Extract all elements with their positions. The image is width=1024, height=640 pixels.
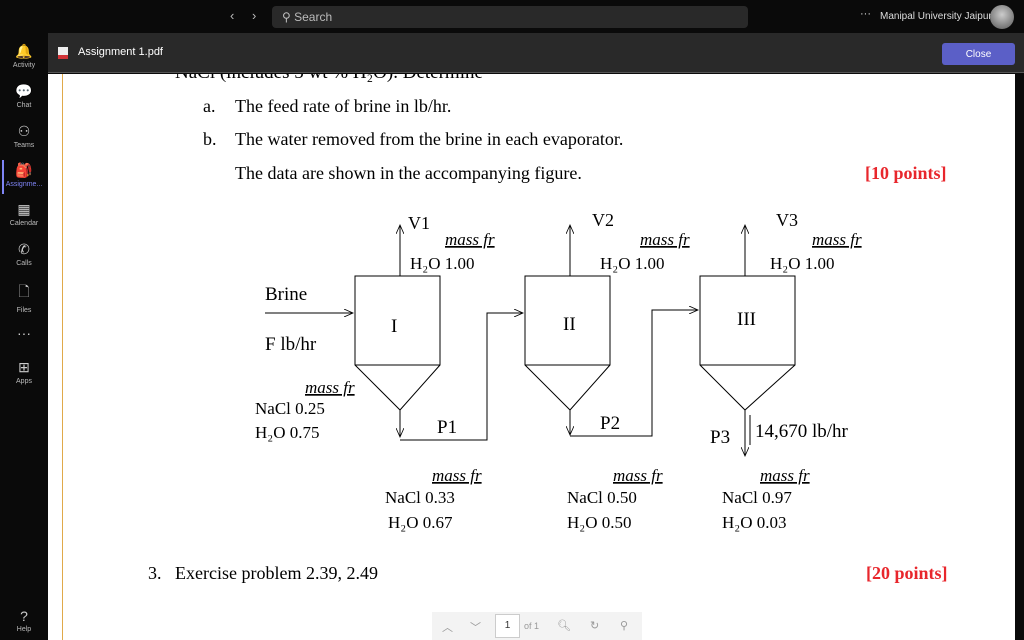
sidebar-item-chat[interactable]: 💬Chat [0,83,48,109]
mass-fr-label: mass fr [305,378,355,397]
zoom-icon[interactable]: 🔍︎ [557,620,571,632]
mass-fr-label: mass fr [613,466,663,485]
next-page-button[interactable]: ﹀ [470,622,481,634]
bell-icon: 🔔 [15,43,33,59]
p3-nacl: NaCl 0.97 [722,488,792,507]
points-label: [20 points] [866,563,948,583]
p2-line [570,310,698,437]
right-gutter [1015,74,1024,640]
v3-label: V3 [776,210,798,230]
backpack-icon: 🎒 [15,162,33,178]
p2-nacl: NaCl 0.50 [567,488,637,507]
mass-fr-label: mass fr [445,230,495,249]
p3-label: P3 [710,427,730,448]
sidebar-item-help[interactable]: ?Help [0,608,48,633]
calendar-icon: ▦ [17,201,31,217]
page-edge [62,74,63,640]
cut-line: NaCl (includes 5 wt % H₂O). Determine [175,74,483,83]
item-a-text: The feed rate of brine in lb/hr. [235,96,451,116]
help-icon: ? [20,608,28,624]
mass-fr-label: mass fr [432,466,482,485]
mass-fr-label: mass fr [640,230,690,249]
pdf-icon [58,47,68,59]
item-b-text: The water removed from the brine in each… [235,129,623,149]
search-input[interactable]: ⚲ Search [272,6,748,28]
pdf-page[interactable]: NaCl (includes 5 wt % H₂O). Determine a.… [48,74,1015,640]
sidebar-item-more[interactable]: ··· [0,325,48,343]
sidebar-item-assignments[interactable]: 🎒Assignme... [0,160,48,194]
evaporator-1-label: I [391,316,397,337]
p1-h2o: H₂O 0.67 [388,513,453,532]
page-count: of 1 [524,621,540,631]
p2-label: P2 [600,413,620,434]
v1-label: V1 [408,213,430,233]
p3-h2o: H₂O 0.03 [722,513,786,532]
sidebar: 🔔Activity 💬Chat ⚇Teams 🎒Assignme... ▦Cal… [0,33,48,640]
back-button[interactable]: ‹ [230,8,235,23]
v1-h2o: H₂O 1.00 [410,254,474,273]
more-icon: ··· [17,325,31,341]
question-3: 3. Exercise problem 2.39, 2.49 [148,563,378,583]
evaporator-1 [354,275,441,411]
sidebar-item-apps[interactable]: ⊞Apps [0,359,48,385]
v2-h2o: H₂O 1.00 [600,254,664,273]
document-content: NaCl (includes 5 wt % H₂O). Determine a.… [148,74,948,583]
feed-h2o: H₂O 0.75 [255,423,319,442]
file-header: Assignment 1.pdf Close [48,33,1024,73]
sidebar-item-calendar[interactable]: ▦Calendar [0,201,48,227]
file-name: Assignment 1.pdf [78,46,163,58]
chat-icon: 💬 [15,83,33,99]
item-a-marker: a. [203,96,216,116]
sidebar-item-activity[interactable]: 🔔Activity [0,43,48,69]
page-number-input[interactable]: 1 [495,614,520,638]
sidebar-item-calls[interactable]: ✆Calls [0,241,48,267]
data-text: The data are shown in the accompanying f… [235,163,582,183]
feed-label: F lb/hr [265,334,317,355]
avatar[interactable] [990,5,1014,29]
forward-button[interactable]: › [252,8,257,23]
p1-label: P1 [437,417,457,438]
more-options-button[interactable]: ··· [860,8,871,20]
p1-line [400,313,523,441]
p1-nacl: NaCl 0.33 [385,488,455,507]
search-icon: ⚲ [282,10,295,24]
points-label: [10 points] [865,163,947,183]
brine-label: Brine [265,284,307,305]
find-icon[interactable]: ⚲ [620,620,629,632]
top-bar: ‹ › ⚲ Search ··· Manipal University Jaip… [0,0,1024,33]
rotate-icon[interactable]: ↻ [590,620,600,632]
evaporator-2-label: II [563,314,576,335]
p3-rate: 14,670 lb/hr [755,421,849,442]
evaporator-2 [524,275,611,411]
file-icon: 🗋 [18,283,30,299]
close-button[interactable]: Close [942,43,1015,65]
phone-icon: ✆ [18,241,30,257]
feed-nacl: NaCl 0.25 [255,399,325,418]
p2-h2o: H₂O 0.50 [567,513,631,532]
mass-fr-label: mass fr [760,466,810,485]
org-name: Manipal University Jaipur [880,11,992,22]
teams-icon: ⚇ [17,123,31,139]
apps-icon: ⊞ [18,359,30,375]
v3-h2o: H₂O 1.00 [770,254,834,273]
v2-label: V2 [592,210,614,230]
previous-page-button[interactable]: ︿ [442,622,453,634]
mass-fr-label: mass fr [812,230,862,249]
item-b-marker: b. [203,129,217,149]
sidebar-item-teams[interactable]: ⚇Teams [0,123,48,149]
evaporator-3 [699,275,796,411]
sidebar-item-files[interactable]: 🗋Files [0,281,48,314]
pdf-toolbar: ︿ ﹀ 1 of 1 🔍︎ ↻ ⚲ [432,612,642,640]
evaporator-3-label: III [737,309,756,330]
